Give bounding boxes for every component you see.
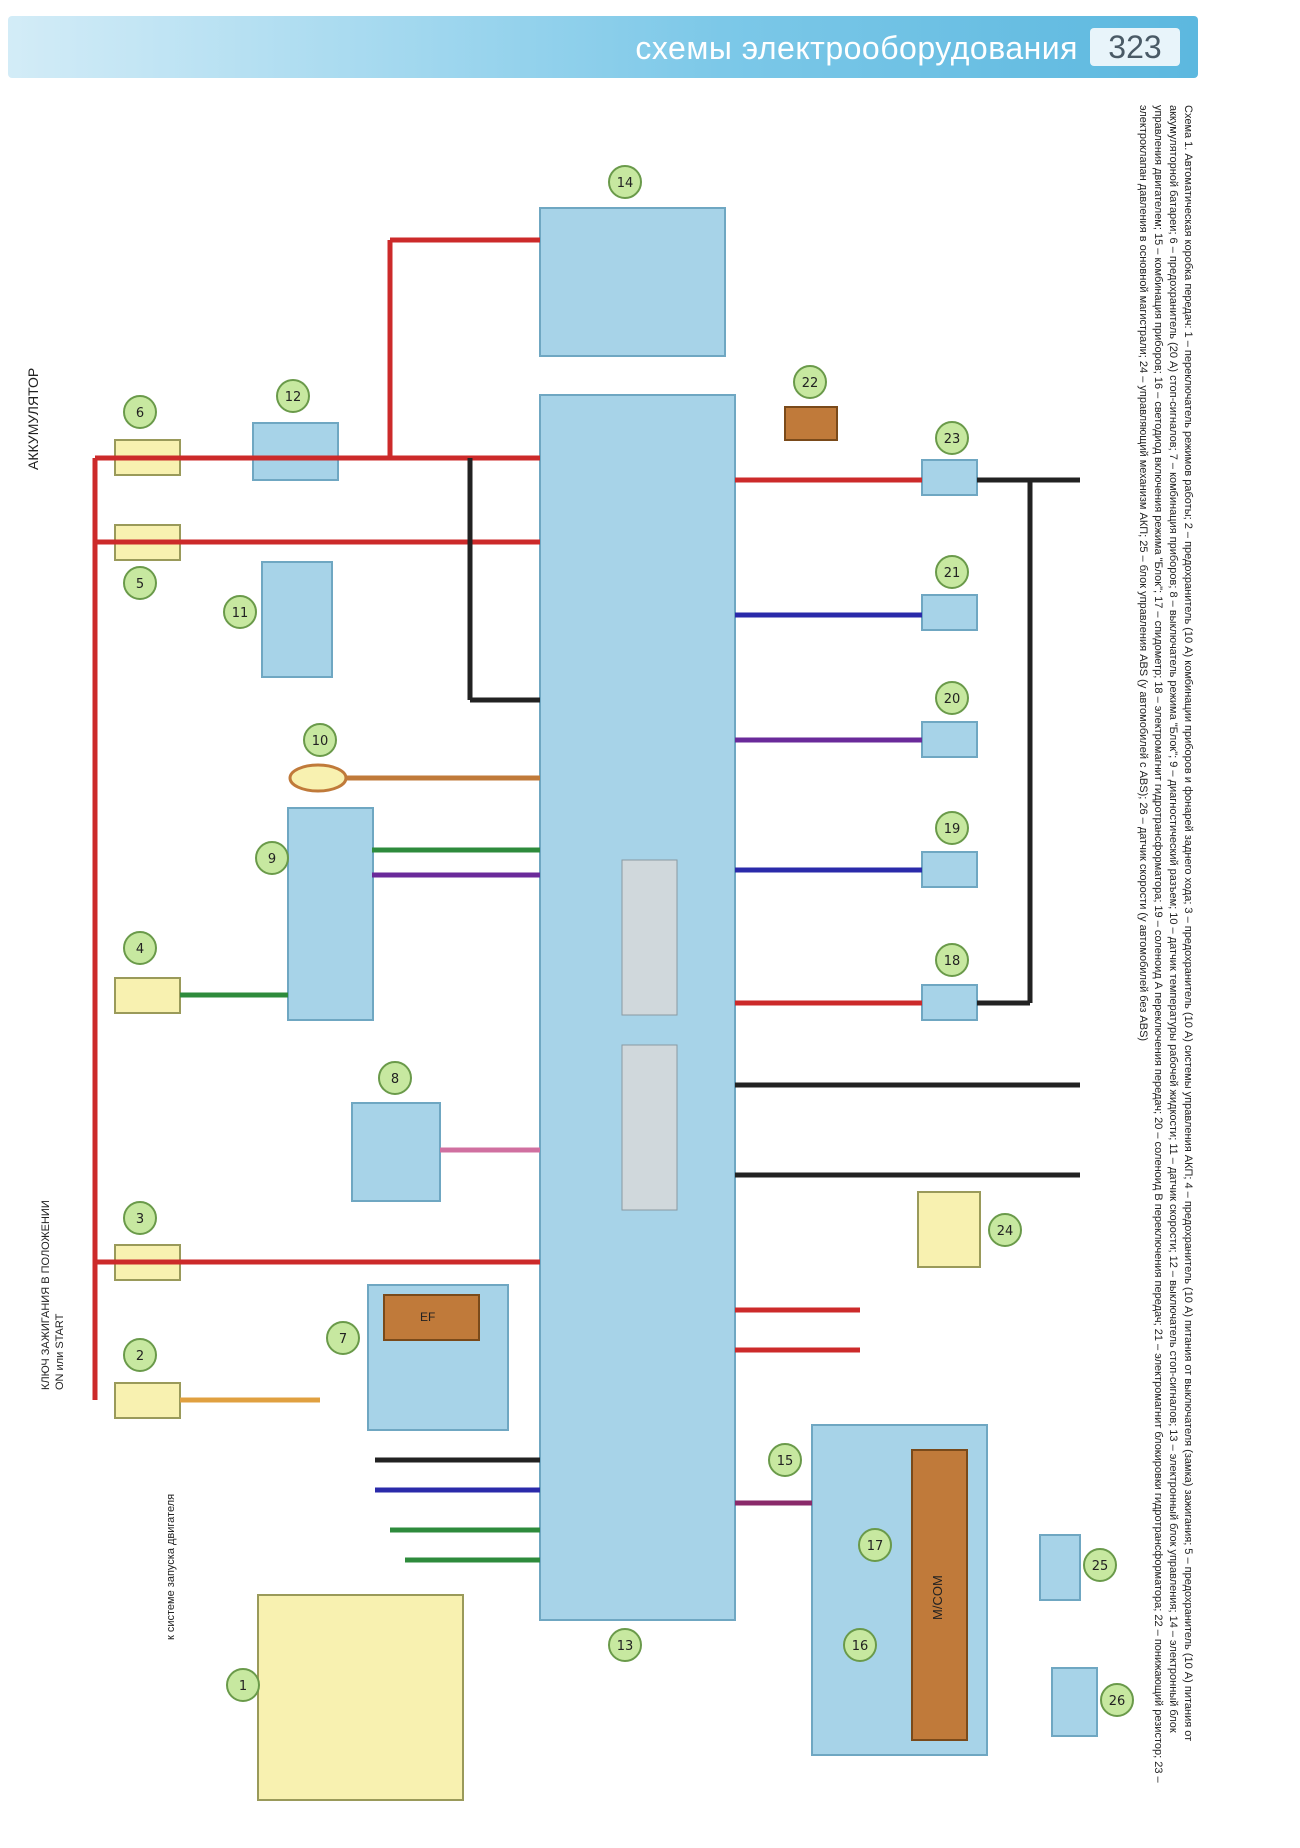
component-number: 21 bbox=[944, 566, 961, 581]
caption: Схема 1. Автоматическая коробка передач:… bbox=[1137, 105, 1194, 1783]
battery-label: АККУМУЛЯТОР bbox=[25, 367, 41, 470]
component-number: 2 bbox=[136, 1349, 144, 1364]
mcom-block bbox=[911, 1449, 968, 1741]
page-number: 323 bbox=[1090, 28, 1180, 66]
starter-label: к системе запуска двигателя bbox=[165, 1493, 177, 1640]
ef-label: EF bbox=[420, 1310, 436, 1324]
component-number: 17 bbox=[867, 1539, 884, 1554]
component-number: 1 bbox=[239, 1679, 247, 1694]
fuses bbox=[114, 439, 181, 1419]
mode-switch-8 bbox=[351, 1102, 441, 1202]
ignition-label-1: КЛЮЧ ЗАЖИГАНИЯ В ПОЛОЖЕНИИ bbox=[40, 1200, 52, 1390]
component-number: 20 bbox=[944, 692, 961, 707]
component-number: 26 bbox=[1109, 1694, 1126, 1709]
component-number: 3 bbox=[136, 1212, 144, 1227]
component-number: 10 bbox=[312, 734, 329, 749]
wires bbox=[92, 237, 1080, 1563]
solenoids bbox=[921, 459, 978, 1021]
component-number: 5 bbox=[136, 577, 144, 592]
component-number: 19 bbox=[944, 822, 961, 837]
component-number: 24 bbox=[997, 1224, 1014, 1239]
component-number: 12 bbox=[285, 390, 302, 405]
component-number: 8 bbox=[391, 1072, 399, 1087]
component-number: 4 bbox=[136, 942, 144, 957]
resistor-22 bbox=[784, 406, 838, 441]
ignition-label-2: ON или START bbox=[54, 1313, 66, 1390]
ecu-connector-b bbox=[621, 1044, 678, 1211]
component-number: 22 bbox=[802, 376, 819, 391]
component-number: 18 bbox=[944, 954, 961, 969]
header-bar: схемы электрооборудования 323 bbox=[8, 16, 1198, 78]
speed-sensor-11 bbox=[261, 561, 333, 678]
component-number: 9 bbox=[268, 852, 276, 867]
ecu-connector-a bbox=[621, 859, 678, 1016]
diag-connector-9 bbox=[287, 807, 374, 1021]
component-25 bbox=[1039, 1534, 1081, 1601]
number-markers bbox=[123, 165, 1134, 1717]
component-number: 7 bbox=[339, 1332, 347, 1347]
engine-ecu-14 bbox=[539, 207, 726, 357]
component-number: 13 bbox=[617, 1639, 634, 1654]
component-24 bbox=[917, 1191, 981, 1268]
component-number: 11 bbox=[232, 606, 249, 621]
component-number: 23 bbox=[944, 432, 961, 447]
stop-switch-12 bbox=[252, 422, 339, 481]
ef-box bbox=[383, 1294, 480, 1341]
component-number: 15 bbox=[777, 1454, 794, 1469]
component-number: 6 bbox=[136, 406, 144, 421]
temp-sensor-10 bbox=[288, 763, 348, 793]
component-number: 16 bbox=[852, 1639, 869, 1654]
mcom-label: M/COM bbox=[930, 1575, 945, 1620]
component-26 bbox=[1051, 1667, 1098, 1737]
component-number: 14 bbox=[617, 176, 634, 191]
component-number: 25 bbox=[1092, 1559, 1109, 1574]
header-title: схемы электрооборудования bbox=[635, 30, 1078, 66]
selector-switch-1 bbox=[257, 1594, 464, 1801]
